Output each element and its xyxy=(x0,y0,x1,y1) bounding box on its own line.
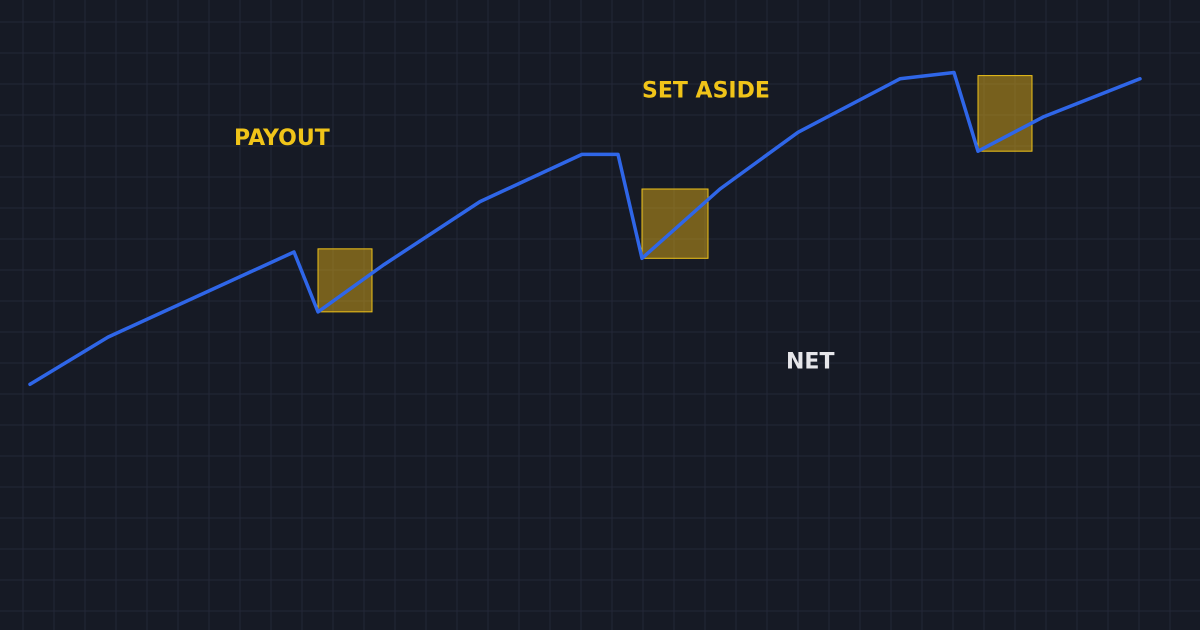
series-line-group xyxy=(28,70,1142,387)
highlight-box-3 xyxy=(977,75,1033,152)
annotations: PAYOUT SET ASIDE NET xyxy=(234,79,834,375)
annotation-payout: PAYOUT xyxy=(234,126,330,151)
annotation-set-aside: SET ASIDE xyxy=(642,79,770,104)
annotation-net: NET xyxy=(786,350,834,375)
series-line-1 xyxy=(28,70,1142,387)
